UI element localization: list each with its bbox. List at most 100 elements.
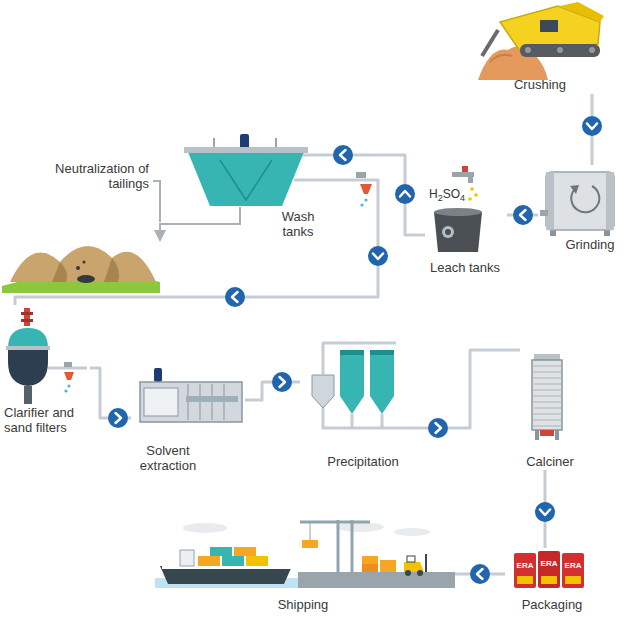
process-stage: Wash tanks <box>180 130 330 242</box>
calciner-furnace-part <box>532 372 562 373</box>
stage-label: Grinding <box>565 237 614 252</box>
wash-tanks-part <box>275 138 277 148</box>
calciner-furnace-part <box>532 396 562 397</box>
precipitation-vessels-part <box>323 408 410 428</box>
flow-chevron <box>535 502 555 522</box>
flow-chevron <box>272 372 292 392</box>
shipping-port-part <box>337 520 340 572</box>
leach-tank-part <box>468 197 472 201</box>
stage-label: Wash tanks <box>277 209 319 239</box>
clarifier-vessel-part <box>8 348 48 386</box>
crusher-illustration-part <box>560 2 604 22</box>
calciner-furnace-part <box>540 430 554 436</box>
process-stage: Precipitation <box>300 335 410 471</box>
clarifier-vessel-part <box>6 346 50 350</box>
tailings-pile-part <box>104 258 119 282</box>
shipping-port-part <box>407 556 415 562</box>
wash-tanks-part <box>220 160 272 200</box>
leach-tank-part <box>442 226 454 238</box>
chevron-mark <box>540 510 550 516</box>
outlet-tap-part <box>360 203 363 206</box>
crusher-illustration-part <box>525 47 531 53</box>
process-stage: Packaging <box>505 548 600 614</box>
shipping-port-part <box>222 556 244 566</box>
process-stage: Leach tanks <box>425 206 507 278</box>
clarifier-vessel <box>6 308 87 404</box>
leach-tank-part <box>445 229 451 235</box>
tailings-pile <box>2 246 160 293</box>
chemical-glyph: 4 <box>460 193 465 203</box>
packaging-bags <box>514 551 584 588</box>
stage-label: Calciner <box>526 454 574 469</box>
flow-connector <box>535 470 555 548</box>
packaging-bags-part <box>517 576 533 584</box>
precipitation-vessels <box>312 343 410 428</box>
shipping-port-part <box>394 528 430 536</box>
flow-connector <box>90 368 131 428</box>
calciner-furnace-part <box>532 366 562 367</box>
leach-tank-part <box>462 166 468 172</box>
wash-tanks-part <box>213 138 215 148</box>
chevron-disc <box>428 418 448 438</box>
shipping-port-part <box>380 560 396 572</box>
chevron-disc <box>368 246 388 266</box>
flow-connector <box>410 350 520 438</box>
clarifier-vessel-part <box>21 312 33 315</box>
shipping-port-part <box>183 523 227 533</box>
crusher-illustration <box>478 2 604 80</box>
process-stage: Clarifier and sand filters <box>2 305 90 436</box>
bag-logo: ERA <box>541 559 558 569</box>
chevron-disc <box>513 205 533 225</box>
chevron-disc <box>470 564 490 584</box>
shipping-port-part <box>234 547 256 556</box>
chemical-glyph: H <box>429 187 438 201</box>
chemical-glyph: O <box>451 187 460 201</box>
stage-label: Crushing <box>514 77 566 92</box>
clarifier-vessel-part <box>64 362 72 367</box>
chevron-mark <box>116 413 122 423</box>
chevron-mark <box>280 377 286 387</box>
grinding-mill-part <box>606 172 614 230</box>
flow-chevron <box>513 205 533 225</box>
clarifier-vessel-part <box>67 384 70 387</box>
precipitation-vessels-part <box>340 350 364 355</box>
calciner-furnace <box>532 354 562 440</box>
chevron-mark <box>436 423 442 433</box>
process-stage: Calciner <box>520 340 590 470</box>
grinding-mill <box>540 172 614 236</box>
calciner-furnace-part <box>532 360 562 430</box>
stage-label: Precipitation <box>327 454 399 469</box>
packaging-bags-part <box>538 551 560 588</box>
shipping-port-part <box>362 556 378 564</box>
flow-chevron <box>428 418 448 438</box>
wash-tanks-part <box>294 179 330 182</box>
shipping-port <box>155 520 455 588</box>
clarifier-vessel-part <box>24 308 30 326</box>
calciner-furnace-part <box>532 378 562 379</box>
chevron-mark <box>232 292 238 302</box>
wash-tanks-part <box>184 147 308 153</box>
grinding-mill-part <box>546 172 554 230</box>
outlet-tap <box>356 172 372 207</box>
flow-connector <box>15 180 388 307</box>
shipping-port-part <box>298 572 455 588</box>
solvent-extraction-unit-part <box>154 368 162 382</box>
flow-connector <box>455 564 505 584</box>
leach-tank-part <box>470 187 474 191</box>
shipping-port-part <box>160 566 292 584</box>
flow-connector <box>582 94 602 165</box>
clarifier-vessel-part <box>64 372 74 380</box>
chevron-disc <box>395 184 415 204</box>
chevron-disc <box>108 408 128 428</box>
shipping-port-part <box>425 554 427 572</box>
solvent-extraction-unit-part <box>140 382 242 422</box>
chemical-label: H2SO4 <box>429 187 465 205</box>
precipitation-vessels-part <box>381 414 384 428</box>
packaging-bags-part <box>514 553 536 588</box>
flow-chevron <box>582 116 602 136</box>
shipping-port-part <box>405 570 411 576</box>
calciner-furnace-part <box>532 384 562 385</box>
calciner-furnace-part <box>535 430 539 440</box>
calciner-furnace-part <box>555 430 559 440</box>
chevron-mark <box>340 150 346 160</box>
